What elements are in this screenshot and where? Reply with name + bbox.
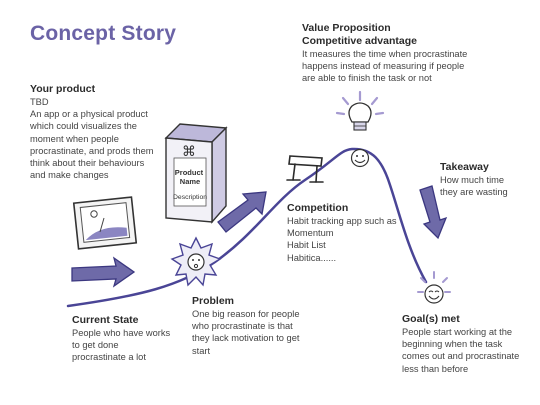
text-line: One big reason for people <box>192 309 300 319</box>
current-state-heading: Current State <box>72 314 139 326</box>
arrow-right-icon <box>71 256 136 288</box>
competition-heading: Competition <box>287 202 349 214</box>
competitive-advantage-heading: Competitive advantage <box>302 35 417 47</box>
arrow-up-right-icon <box>217 191 267 233</box>
story-curve <box>66 147 428 308</box>
competition-section: Competition Habit tracking app such as M… <box>287 202 417 264</box>
problem-text: One big reason for people who procrastin… <box>192 308 327 357</box>
text-line: to get done <box>72 340 119 351</box>
text-line: beginning when the task <box>402 339 503 350</box>
competition-text: Habit tracking app such as Momentum Habi… <box>287 215 417 264</box>
value-proposition-text: It measures the time when procrastinate … <box>302 48 532 85</box>
text-line: People start working at the <box>402 327 513 337</box>
text-line: An app or a physical product <box>30 109 148 120</box>
lightbulb-icon <box>335 90 385 131</box>
text-line: and make changes <box>30 170 109 181</box>
current-state-text: People who have works to get done procra… <box>72 327 192 364</box>
text-line: which could visualizes the <box>30 121 137 132</box>
text-line: How much time <box>440 175 505 185</box>
text-line: happens instead of measuring if people <box>302 61 465 72</box>
text-line: who procrastinate is that <box>192 321 293 332</box>
takeaway-text: How much time they are wasting <box>440 174 535 198</box>
product-box-label-line: Product <box>175 168 204 177</box>
product-box-symbol: ⌘ <box>182 144 196 160</box>
text-line: Habitica...... <box>287 252 337 263</box>
text-line: procrastinate, and prods them <box>30 145 154 156</box>
text-line: are able to finish the task or not <box>302 73 432 84</box>
current-state-section: Current State People who have works to g… <box>72 314 192 364</box>
product-box-label-line: Name <box>180 177 200 186</box>
problem-heading: Problem <box>192 295 235 307</box>
goal-face-icon <box>417 271 451 304</box>
takeaway-heading: Takeaway <box>440 161 489 173</box>
your-product-section: Your product TBD An app or a physical pr… <box>30 83 180 181</box>
text-line: comes out and procrastinate <box>402 351 520 362</box>
goals-met-heading: Goal(s) met <box>402 313 460 325</box>
text-line: Momentum <box>287 228 334 239</box>
value-proposition-section: Value Proposition Competitive advantage … <box>302 22 532 85</box>
happy-face-icon <box>350 148 370 168</box>
picture-frame-icon <box>72 196 138 250</box>
hurdle-icon <box>286 155 324 183</box>
your-product-text: TBD An app or a physical product which c… <box>30 96 180 181</box>
text-line: It measures the time when procrastinate <box>302 49 468 59</box>
value-proposition-heading: Value Proposition <box>302 22 391 34</box>
your-product-heading: Your product <box>30 83 96 95</box>
text-line: start <box>192 345 211 356</box>
text-line: they lack motivation to get <box>192 333 300 344</box>
text-line: TBD <box>30 97 49 107</box>
problem-section: Problem One big reason for people who pr… <box>192 295 327 357</box>
goals-met-section: Goal(s) met People start working at the … <box>402 313 537 375</box>
page-title: Concept Story <box>30 22 177 45</box>
text-line: they are wasting <box>440 187 508 198</box>
text-line: think about their behaviours <box>30 158 145 169</box>
product-box-description: Description <box>173 194 207 201</box>
text-line: Habit List <box>287 240 326 251</box>
text-line: moment when people <box>30 133 119 144</box>
arrow-down-icon <box>419 185 448 240</box>
text-line: procrastinate a lot <box>72 352 146 363</box>
goals-met-text: People start working at the beginning wh… <box>402 326 537 375</box>
takeaway-section: Takeaway How much time they are wasting <box>440 161 535 198</box>
product-box-label: Product Name <box>175 168 205 186</box>
text-line: less than before <box>402 363 469 374</box>
problem-face-icon <box>170 236 222 287</box>
text-line: People who have works <box>72 328 171 338</box>
text-line: Habit tracking app such as <box>287 216 397 226</box>
product-box-icon <box>164 123 228 224</box>
